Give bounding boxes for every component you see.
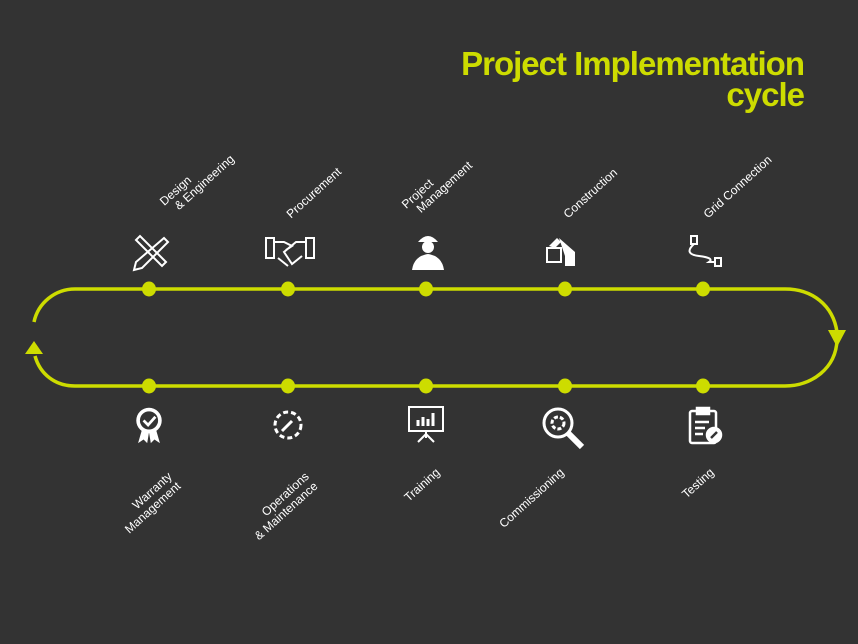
node-bottom-2 (281, 378, 295, 394)
node-bottom-5 (696, 378, 710, 394)
arrow-up-icon (25, 341, 43, 354)
title-line-1: Project Implementation (461, 45, 805, 82)
engineer-icon (412, 236, 444, 270)
magnifier-gear-icon (542, 407, 585, 450)
node-bottom-4 (558, 378, 572, 394)
title-line-2: cycle (726, 76, 805, 113)
left-return-track (32, 287, 76, 323)
node-bottom-1 (142, 378, 156, 394)
node-top-4 (558, 281, 572, 297)
node-top-2 (281, 281, 295, 297)
node-top-5 (696, 281, 710, 297)
node-bottom-3 (419, 378, 433, 394)
top-track (75, 287, 839, 333)
node-top-3 (419, 281, 433, 297)
plug-icon (688, 235, 722, 267)
page-title: Project Implementation cycle (461, 45, 805, 113)
handshake-icon (265, 237, 315, 267)
bottom-track (33, 339, 839, 388)
node-top-1 (142, 281, 156, 297)
arrow-down-icon (828, 330, 846, 347)
clipboard-check-icon (688, 406, 723, 445)
excavator-icon (546, 238, 575, 266)
presentation-board-icon (408, 406, 444, 443)
award-ribbon-icon (136, 407, 162, 444)
gear-wrench-icon (273, 410, 303, 440)
ruler-pencil-icon (132, 234, 170, 272)
